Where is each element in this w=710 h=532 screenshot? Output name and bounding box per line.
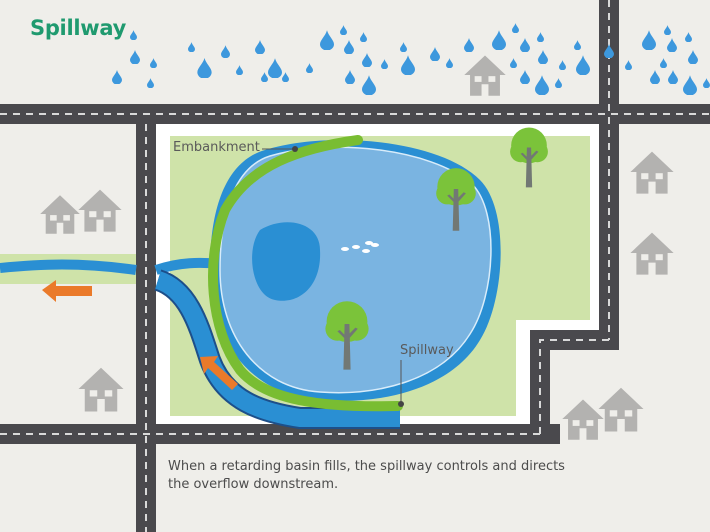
spillway-label: Spillway [400, 343, 454, 358]
embankment-label: Embankment [173, 140, 260, 155]
duck-icon [341, 241, 379, 253]
arrow-icon [42, 280, 92, 302]
arrow-icon [200, 356, 238, 390]
page-title: Spillway [30, 16, 126, 40]
caption: When a retarding basin fills, the spillw… [168, 459, 565, 492]
rain-drop-icon [112, 23, 710, 95]
